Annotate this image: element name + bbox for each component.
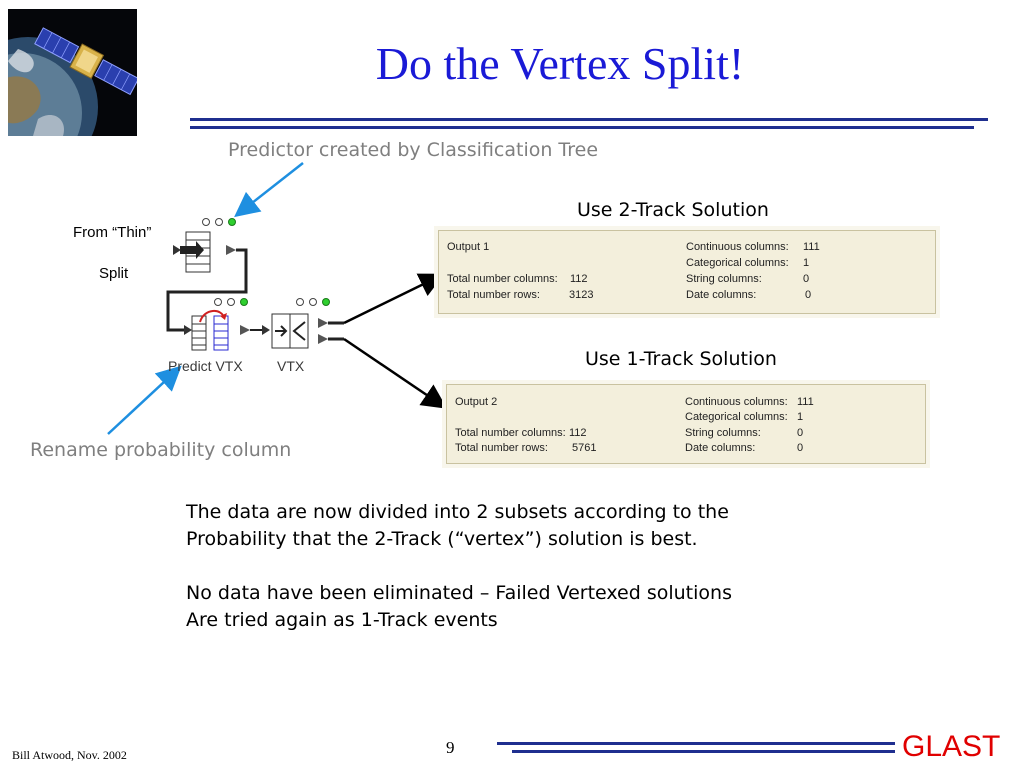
output-2-date: 0 <box>797 442 804 454</box>
output-1-total-rows-label: Total number rows: <box>447 289 540 301</box>
body-line: The data are now divided into 2 subsets … <box>186 501 729 523</box>
status-dots-3 <box>296 298 330 306</box>
predictor-arrow <box>234 162 304 218</box>
output-1-continuous: 111 <box>803 241 820 253</box>
output-1-date: 0 <box>805 289 812 301</box>
from-thin-label: From “Thin” <box>73 224 152 241</box>
rename-annotation: Rename probability column <box>30 439 292 461</box>
output-1-arrow <box>343 273 445 325</box>
body-line: Are tried again as 1-Track events <box>186 609 498 631</box>
output-2-categorical: 1 <box>797 411 804 423</box>
vtx-label: VTX <box>277 358 305 374</box>
output-2-heading: Use 1-Track Solution <box>585 348 777 370</box>
body-line: Probability that the 2-Track (“vertex”) … <box>186 528 698 550</box>
output-1-categorical: 1 <box>803 257 810 269</box>
output-1-total-columns: 112 <box>570 273 588 285</box>
output-2-total-rows-label: Total number rows: <box>455 442 548 454</box>
output-2-string: 0 <box>797 427 804 439</box>
status-dots-2 <box>214 298 248 306</box>
output-1-categorical-label: Categorical columns: <box>686 257 789 269</box>
page-number: 9 <box>446 738 455 757</box>
output-2-total-columns-label: Total number columns: <box>455 427 566 439</box>
body-paragraph-2: No data have been eliminated – Failed Ve… <box>186 580 732 634</box>
output-1-name: Output 1 <box>447 241 490 253</box>
title-rule-bottom <box>190 126 974 129</box>
body-paragraph-1: The data are now divided into 2 subsets … <box>186 499 729 553</box>
vtx-split-icon <box>262 313 328 349</box>
output-1-panel: Output 1 Total number columns: 112 Total… <box>438 230 936 314</box>
footer-rule-bottom <box>512 750 895 753</box>
status-dots-1 <box>202 218 236 226</box>
output-2-date-label: Date columns: <box>685 442 756 454</box>
footer-author: Bill Atwood, Nov. 2002 <box>12 748 127 762</box>
output-1-string: 0 <box>803 273 810 285</box>
output-2-arrow <box>343 337 448 409</box>
output-1-string-label: String columns: <box>686 273 762 285</box>
predict-vtx-label: Predict VTX <box>168 358 243 374</box>
predict-vtx-icon <box>184 310 250 351</box>
output-2-total-rows: 5761 <box>572 442 597 454</box>
output-1-heading: Use 2-Track Solution <box>577 199 769 221</box>
table-icon-thin <box>180 231 211 273</box>
output-1-date-label: Date columns: <box>686 289 757 301</box>
output-2-string-label: String columns: <box>685 427 761 439</box>
output-1-continuous-label: Continuous columns: <box>686 241 789 253</box>
glast-logo: GLAST <box>902 730 1001 763</box>
title-rule-top <box>190 118 988 121</box>
output-2-continuous-label: Continuous columns: <box>685 396 788 408</box>
output-2-name: Output 2 <box>455 396 498 408</box>
output-1-total-rows: 3123 <box>569 289 594 301</box>
predictor-annotation: Predictor created by Classification Tree <box>228 139 599 161</box>
output-2-categorical-label: Categorical columns: <box>685 411 788 423</box>
output-1-total-columns-label: Total number columns: <box>447 273 558 285</box>
slide-title: Do the Vertex Split! <box>375 38 745 89</box>
output-2-continuous: 111 <box>797 396 814 408</box>
rename-arrow <box>107 365 182 435</box>
footer-rule-top <box>497 742 895 745</box>
body-line: No data have been eliminated – Failed Ve… <box>186 582 732 604</box>
output-2-panel: Output 2 Total number columns: 112 Total… <box>446 384 926 464</box>
split-label: Split <box>99 265 129 282</box>
output-2-total-columns: 112 <box>569 427 587 439</box>
